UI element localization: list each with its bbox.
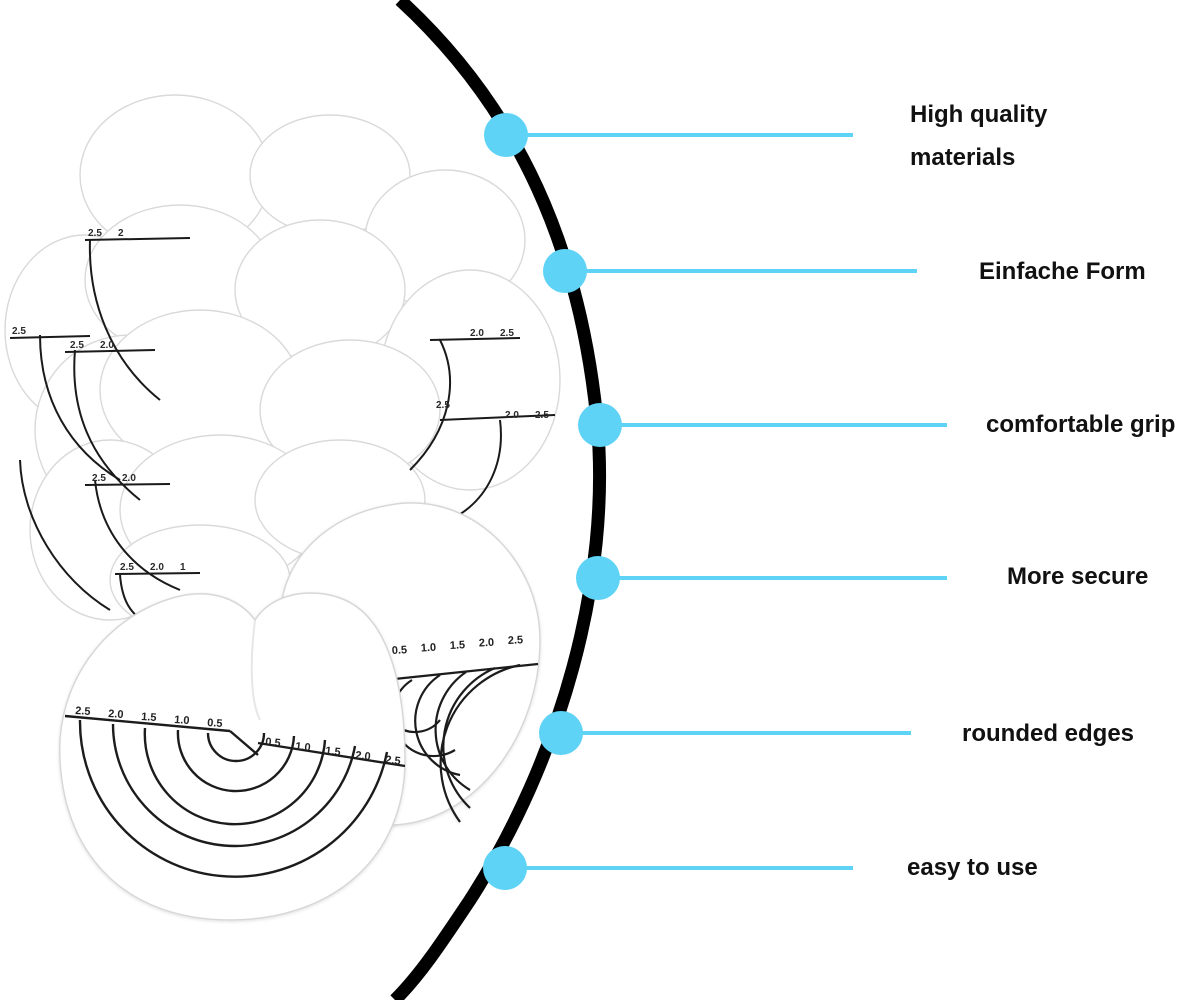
bullet-dot-icon	[484, 113, 528, 157]
bullet-dot-icon	[543, 249, 587, 293]
scale-label: 1.5	[325, 745, 341, 759]
stacked-scale-label: 2	[118, 228, 124, 239]
stacked-scale-line	[84, 237, 191, 241]
stacked-scale-line	[9, 335, 91, 339]
feature-connector	[578, 403, 947, 447]
stacked-scale-line	[84, 483, 171, 486]
scale-label: 2.5	[75, 705, 91, 718]
feature-label: Einfache Form	[979, 258, 1146, 285]
feature-label: High quality materials	[910, 101, 1048, 171]
feature-label: More secure	[1007, 563, 1149, 590]
back-right-scale: 0.5 1.0 1.5 2.0 2.5	[392, 634, 524, 657]
stacked-ring	[19, 459, 111, 611]
stacked-scale-line	[429, 337, 521, 341]
bullet-dot-icon	[578, 403, 622, 447]
stacked-scale-label: 2.0	[100, 340, 114, 351]
stacked-scale-label: 2.5	[500, 328, 514, 339]
stacked-scale-label: 2.0	[122, 473, 136, 484]
bullet-dot-icon	[539, 711, 583, 755]
scale-label: 1.5	[141, 711, 157, 724]
pad-stack: 2.5 2 2.5 2.5 2.0 2.0 2.5 2.0 2.5 2.5 2.5 2.0 2.5 2.0…	[4, 94, 561, 636]
bullet-dot-icon	[576, 556, 620, 600]
stacked-scale-line	[439, 414, 556, 421]
stacked-scale-label: 2.0	[470, 328, 484, 339]
feature-connector	[543, 249, 917, 293]
stacked-scale-label: 2.0	[150, 562, 164, 573]
stacked-scale-line	[114, 572, 201, 575]
scale-label: 0.5	[207, 717, 223, 730]
scale-label: 0.5	[392, 644, 408, 657]
stacked-ring	[88, 239, 161, 401]
scale-label: 2.5	[508, 634, 524, 647]
scale-label: 1.5	[450, 639, 466, 652]
stacked-scale-label: 2.5	[12, 326, 26, 337]
feature-label: comfortable grip	[986, 411, 1176, 438]
feature-label: easy to use	[907, 854, 1038, 881]
stacked-scale-label: 2.5	[70, 340, 84, 351]
stacked-scale-label: 2.5	[120, 562, 134, 573]
stacked-scale-label: 1	[180, 562, 186, 573]
stacked-scale-line	[64, 349, 156, 353]
stacked-scale-label: 2.5	[535, 410, 549, 421]
feature-connector	[484, 113, 853, 157]
front-pad: 2.5 2.0 1.5 1.0 0.5 0.5 1.0 1.5 2.0 2.5	[59, 592, 406, 921]
scale-label: 1.0	[295, 741, 311, 755]
scale-label: 2.0	[355, 750, 371, 764]
scale-label: 1.0	[421, 642, 437, 655]
scale-label: 2.0	[108, 708, 124, 721]
stacked-scale-label: 2.5	[92, 473, 106, 484]
stacked-scale-label: 2.5	[88, 228, 102, 239]
front-right-scale: 0.5 1.0 1.5 2.0 2.5	[265, 736, 401, 768]
front-rings	[78, 719, 389, 878]
feature-connector	[576, 556, 947, 600]
scale-label: 2.0	[479, 637, 495, 650]
divider-arc	[390, 0, 607, 1005]
feature-label: rounded edges	[962, 720, 1135, 747]
stacked-ring	[94, 479, 181, 591]
feature-connector	[539, 711, 911, 755]
stacked-ring	[409, 339, 451, 471]
stacked-ring	[449, 419, 502, 521]
scale-label: 0.5	[265, 736, 281, 750]
stacked-scale-label: 2.5	[436, 400, 450, 411]
stacked-ring	[39, 334, 121, 481]
scale-label: 2.5	[385, 754, 401, 768]
feature-connectors	[483, 113, 947, 890]
stacked-scale-label: 2.0	[505, 410, 519, 421]
front-left-scale: 2.5 2.0 1.5 1.0 0.5	[75, 705, 223, 730]
scale-label: 1.0	[174, 714, 190, 727]
bullet-dot-icon	[483, 846, 527, 890]
feature-connector	[483, 846, 853, 890]
